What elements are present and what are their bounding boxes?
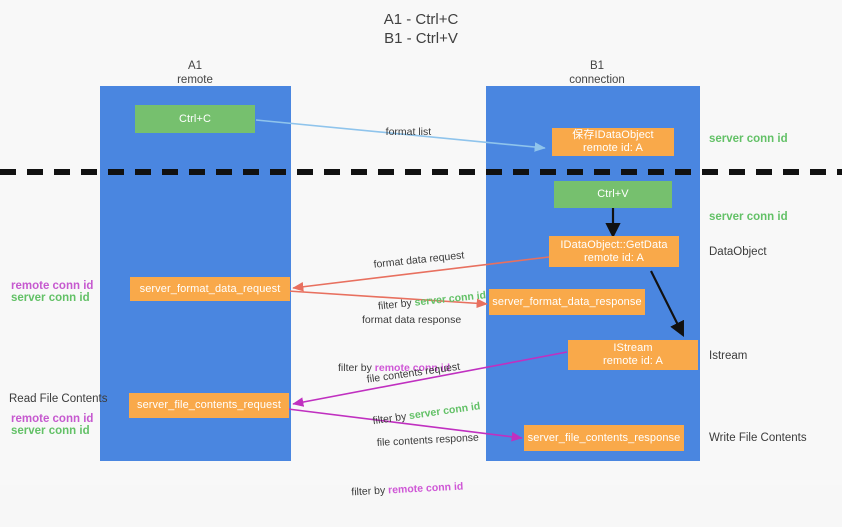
diagram-title: A1 - Ctrl+C B1 - Ctrl+V bbox=[0, 10, 842, 48]
node-save-idataobject-label: 保存IDataObject bbox=[572, 129, 654, 141]
right-label-write-file-contents: Write File Contents bbox=[709, 432, 807, 444]
node-idataobject-getdata-sub: remote id: A bbox=[584, 251, 644, 264]
column-a1-name: A1 bbox=[187, 60, 203, 72]
node-server-file-contents-response: server_file_contents_response bbox=[524, 425, 684, 451]
left-label-server-conn-id-1: server conn id bbox=[11, 292, 90, 304]
right-label-server-conn-id-2: server conn id bbox=[709, 211, 788, 223]
column-a1-sub: remote bbox=[177, 74, 213, 86]
node-istream-label: IStream bbox=[613, 342, 653, 354]
right-label-dataobject: DataObject bbox=[709, 246, 767, 258]
node-server-file-contents-request-label: server_file_contents_request bbox=[136, 399, 282, 411]
node-istream-sub: remote id: A bbox=[603, 355, 663, 367]
title-line-2: B1 - Ctrl+V bbox=[384, 30, 458, 47]
node-ctrl-c-label: Ctrl+C bbox=[178, 112, 212, 125]
column-b1-sub: connection bbox=[569, 74, 625, 86]
node-ctrl-v-label: Ctrl+V bbox=[597, 188, 629, 200]
node-ctrl-v: Ctrl+V bbox=[554, 181, 672, 208]
node-server-file-contents-response-label: server_file_contents_response bbox=[527, 431, 681, 444]
node-ctrl-c: Ctrl+C bbox=[135, 105, 255, 133]
node-server-format-data-response-label: server_format_data_response bbox=[492, 295, 642, 308]
left-label-server-conn-id-2: server conn id bbox=[11, 425, 90, 437]
right-label-server-conn-id-1: server conn id bbox=[709, 133, 788, 145]
edge-label-file-contents-response-line2: filter by remote conn id bbox=[351, 480, 464, 499]
left-label-read-file-contents: Read File Contents bbox=[9, 393, 108, 405]
edge-label-format-list: format list bbox=[374, 111, 432, 153]
title-line-1: A1 - Ctrl+C bbox=[383, 11, 459, 28]
edge-label-format-data-response-line2: filter by remote conn id bbox=[338, 362, 451, 374]
edge-label-file-contents-request-line1: file contents request bbox=[366, 360, 461, 386]
edge-label-file-contents-response: file contents response filter by remote … bbox=[351, 403, 483, 526]
column-b1-name: B1 bbox=[589, 60, 605, 72]
filter-value-remote-conn-id-1: remote conn id bbox=[374, 362, 451, 374]
filter-value-remote-conn-id-2: remote conn id bbox=[387, 480, 464, 497]
edge-label-format-data-response: format data response filter by remote co… bbox=[338, 285, 462, 403]
edge-label-format-data-response-line1: format data response bbox=[362, 314, 462, 326]
column-header-a1: A1 remote bbox=[115, 59, 275, 87]
node-server-format-data-request: server_format_data_request bbox=[130, 277, 290, 301]
node-server-format-data-response: server_format_data_response bbox=[489, 289, 645, 315]
edge-label-format-data-request-line1: format data request bbox=[373, 249, 465, 271]
right-label-istream: Istream bbox=[709, 350, 748, 362]
left-label-remote-conn-id-2: remote conn id bbox=[11, 413, 94, 425]
node-idataobject-getdata-label: IDataObject::GetData bbox=[560, 238, 668, 251]
diagram-canvas: A1 - Ctrl+C B1 - Ctrl+V A1 remote B1 connec… bbox=[0, 10, 842, 499]
node-server-file-contents-request: server_file_contents_request bbox=[129, 393, 289, 418]
edge-label-format-list-text: format list bbox=[385, 126, 432, 138]
column-header-b1: B1 connection bbox=[512, 59, 682, 87]
node-save-idataobject-sub: remote id: A bbox=[583, 142, 643, 154]
node-server-format-data-request-label: server_format_data_request bbox=[139, 282, 281, 295]
left-label-remote-conn-id-1: remote conn id bbox=[11, 280, 94, 292]
edge-label-file-contents-response-line1: file contents response bbox=[376, 431, 480, 449]
